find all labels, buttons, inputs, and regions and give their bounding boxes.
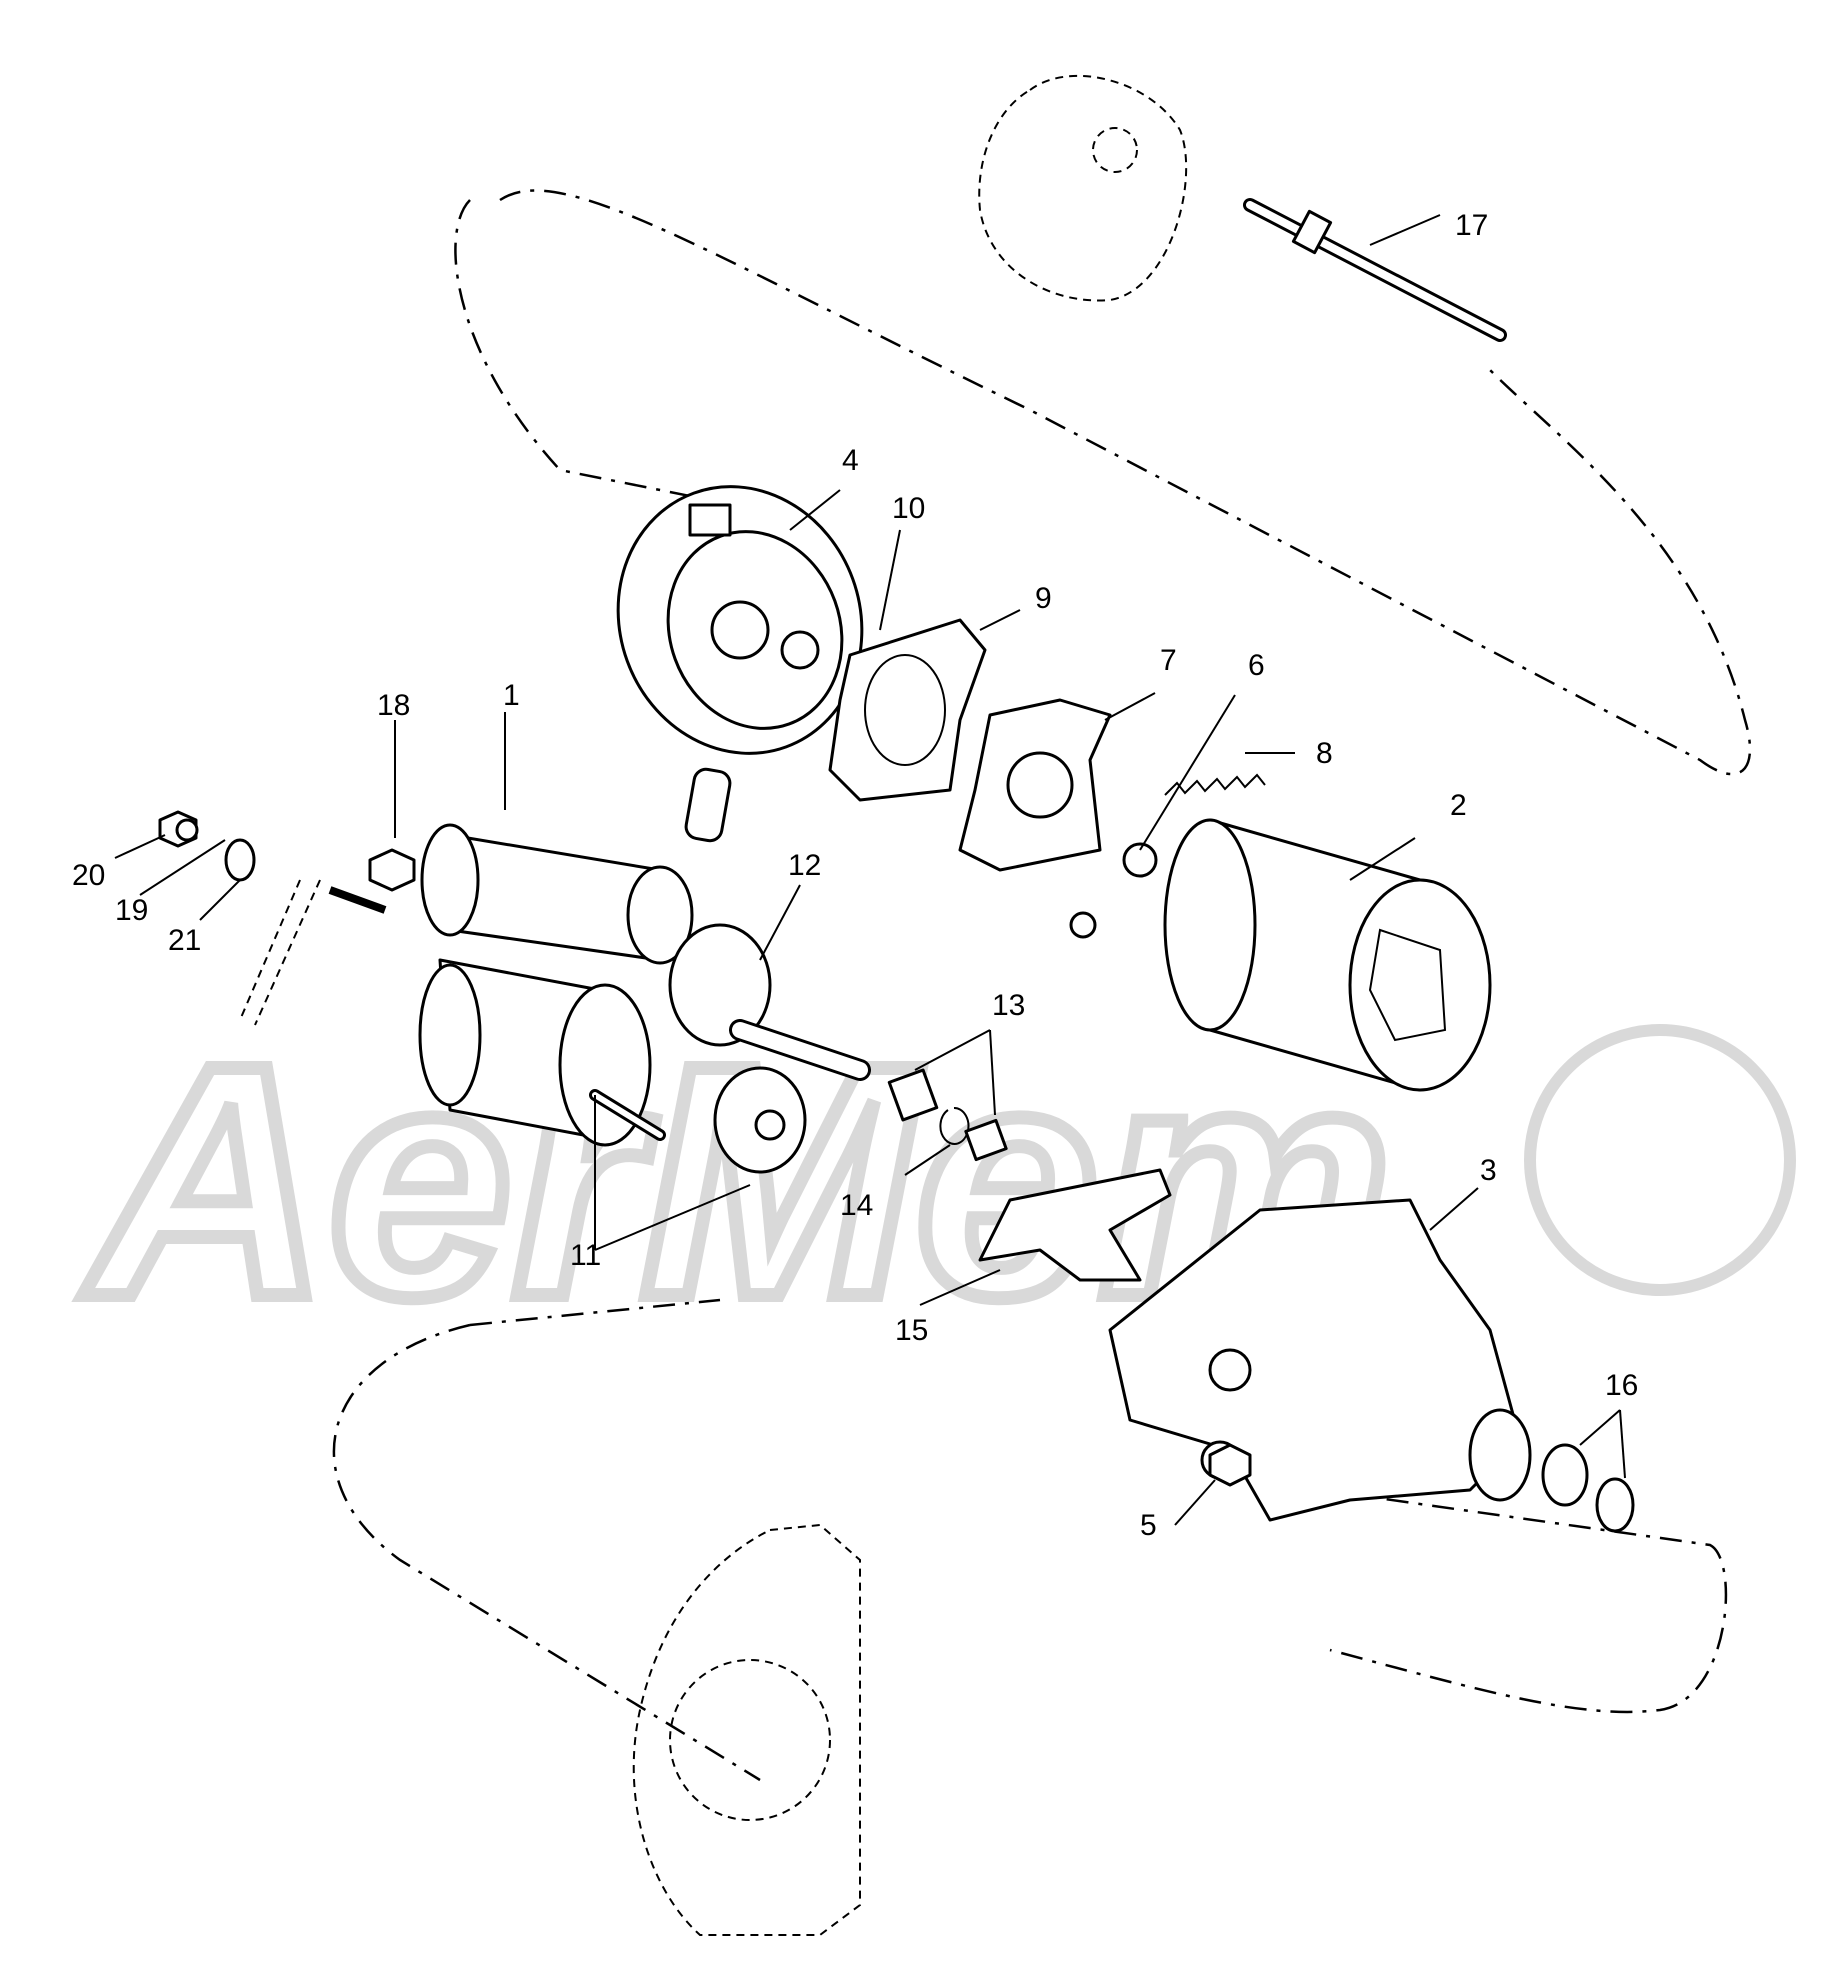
callout-7: 7	[1160, 644, 1177, 677]
lower-assembly-outline	[332, 1298, 1728, 1782]
callout-18: 18	[377, 689, 410, 722]
drive-bush	[1541, 1443, 1589, 1507]
callout-10: 10	[892, 492, 925, 525]
thrust-washer	[964, 1118, 1008, 1162]
drive-end-housing	[1108, 1198, 1532, 1522]
watermark-wheel-icon	[1524, 1024, 1796, 1296]
brush-plate	[828, 618, 987, 802]
callout-8: 8	[1316, 737, 1333, 770]
callout-13: 13	[992, 989, 1025, 1022]
callout-5: 5	[1140, 1509, 1157, 1542]
field-yoke	[1069, 818, 1492, 1092]
engine-cover-outline	[978, 75, 1188, 302]
terminal-nut	[368, 848, 416, 892]
housing-nut	[1208, 1443, 1252, 1487]
callout-20: 20	[72, 859, 105, 892]
watermark: AerMem	[73, 989, 1796, 1372]
callout-15: 15	[895, 1314, 928, 1347]
callout-3: 3	[1480, 1154, 1497, 1187]
callout-9: 9	[1035, 582, 1052, 615]
mounting-flange-outline	[632, 1523, 861, 1936]
callout-21: 21	[168, 924, 201, 957]
engagement-lever	[978, 1168, 1172, 1282]
callout-labels: 1 2 3 4 5 6 7 8 9 10 11 12 13 14 15 16 1…	[72, 209, 1638, 1542]
commutator-end-cover	[616, 485, 864, 755]
callout-6: 6	[1248, 649, 1265, 682]
starter-motor-assembly	[328, 823, 871, 1147]
leader-lines	[114, 214, 1626, 1526]
callout-19: 19	[115, 894, 148, 927]
bush	[684, 767, 732, 843]
seal-ring	[1595, 1477, 1635, 1533]
upper-assembly-outline	[454, 189, 1752, 776]
callout-16: 16	[1605, 1369, 1638, 1402]
thrust-collar	[887, 1068, 939, 1122]
solenoid-cap-and-stud	[589, 1066, 807, 1174]
lock-washer	[175, 818, 199, 842]
washer-21	[224, 838, 256, 882]
callout-17: 17	[1455, 209, 1488, 242]
callout-14: 14	[840, 1189, 873, 1222]
callout-1: 1	[503, 679, 520, 712]
callout-11: 11	[570, 1239, 601, 1272]
circlip	[939, 1106, 970, 1145]
wire-lead-outline	[239, 879, 321, 1026]
callout-2: 2	[1450, 789, 1467, 822]
callout-4: 4	[842, 444, 859, 477]
callout-12: 12	[788, 849, 821, 882]
through-bolt	[1243, 198, 1507, 342]
brush-spring	[1164, 773, 1266, 796]
